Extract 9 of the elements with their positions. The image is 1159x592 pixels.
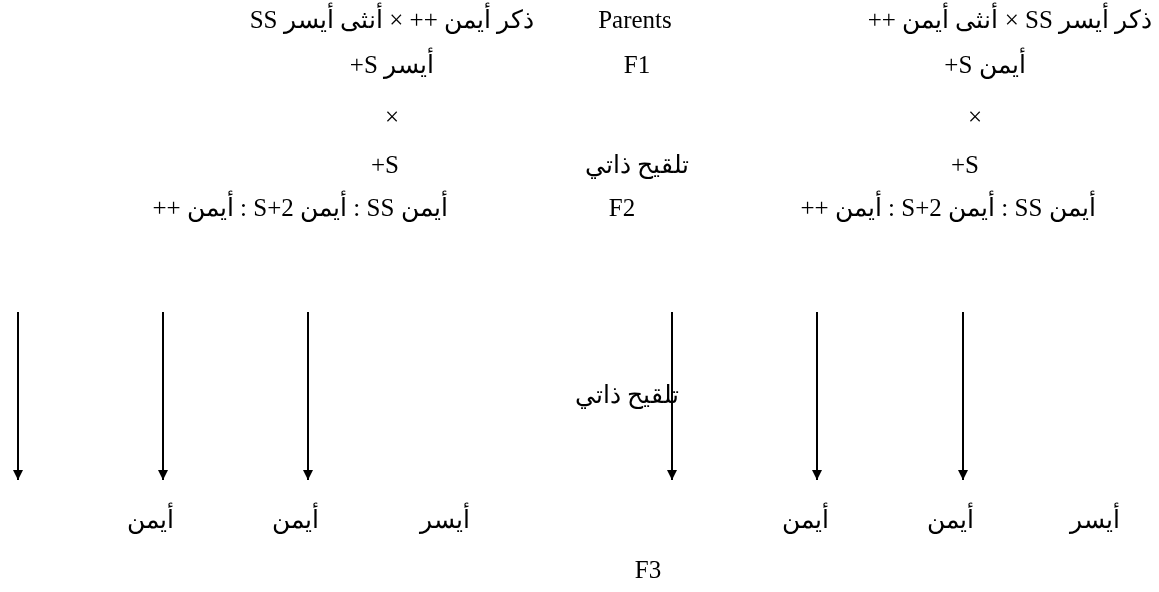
genotype-text: S+ [951,151,979,179]
generation-label: F1 [623,51,651,79]
cross-sign: × [384,103,400,131]
process-label: تلقيح ذاتي [584,151,690,179]
generation-label: Parents [598,6,672,34]
generation-label: F2 [608,194,636,222]
cross-sign: × [967,103,983,131]
genotype-text: S+ [371,151,399,179]
generation-label: F3 [634,556,662,584]
